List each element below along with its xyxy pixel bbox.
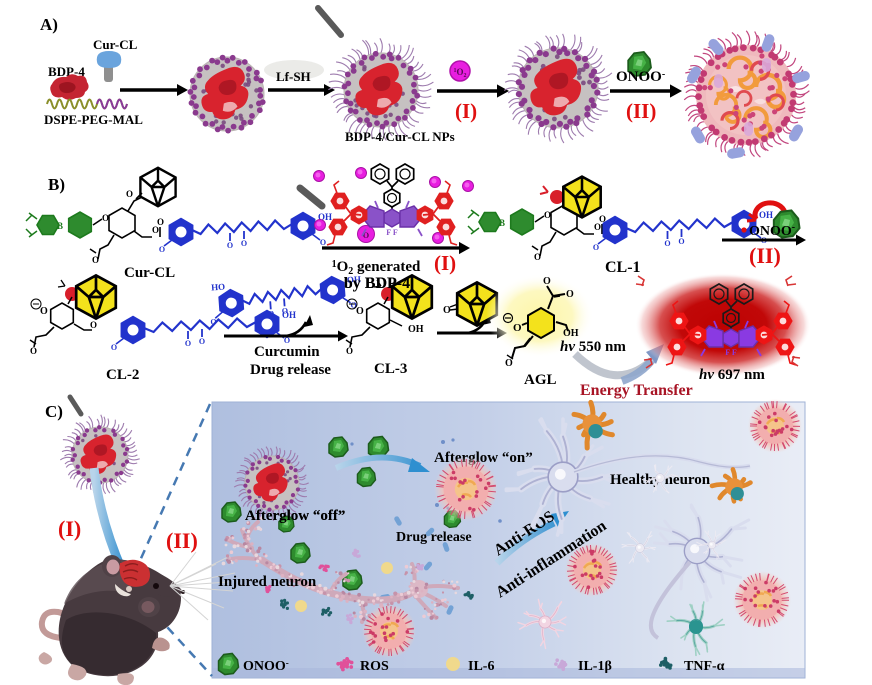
svg-text:O: O <box>443 305 451 316</box>
svg-text:hv 550 nm: hv 550 nm <box>560 339 626 355</box>
svg-text:1O2 generated: 1O2 generated <box>332 259 421 277</box>
svg-text:(I): (I) <box>434 251 456 275</box>
svg-text:O: O <box>268 309 275 318</box>
svg-text:O: O <box>544 210 551 220</box>
svg-text:Lf-SH: Lf-SH <box>276 69 311 84</box>
svg-text:Injured neuron: Injured neuron <box>218 574 317 590</box>
svg-text:O: O <box>320 238 326 247</box>
svg-text:Energy Transfer: Energy Transfer <box>580 382 693 399</box>
svg-text:O: O <box>363 231 369 240</box>
svg-text:O: O <box>281 306 288 315</box>
svg-text:(II): (II) <box>749 243 781 268</box>
svg-text:A): A) <box>40 15 58 34</box>
svg-text:O: O <box>210 317 217 326</box>
svg-text:C): C) <box>45 402 63 421</box>
svg-text:O: O <box>126 189 133 199</box>
svg-text:O: O <box>284 336 290 345</box>
svg-text:O: O <box>159 245 165 254</box>
svg-text:(II): (II) <box>166 528 198 553</box>
svg-text:Curcumin: Curcumin <box>254 344 320 360</box>
svg-text:B: B <box>57 221 63 231</box>
svg-text:O: O <box>185 339 191 348</box>
svg-text:Drug release: Drug release <box>250 362 331 378</box>
svg-text:O: O <box>346 346 353 356</box>
svg-text:ROS: ROS <box>360 659 389 674</box>
svg-text:O: O <box>90 320 97 330</box>
svg-text:O: O <box>594 222 601 232</box>
svg-text:Afterglow “off”: Afterglow “off” <box>245 508 345 524</box>
svg-text:AGL: AGL <box>524 372 557 388</box>
svg-text:Cur-CL: Cur-CL <box>124 265 175 281</box>
svg-text:O: O <box>30 346 37 356</box>
svg-text:O: O <box>566 289 574 300</box>
svg-text:OH: OH <box>563 328 579 339</box>
svg-text:CL-3: CL-3 <box>374 361 407 377</box>
svg-text:O: O <box>152 225 159 235</box>
svg-text:BDP-4/Cur-CL NPs: BDP-4/Cur-CL NPs <box>345 129 455 144</box>
svg-text:O: O <box>513 322 522 334</box>
svg-text:DSPE-PEG-MAL: DSPE-PEG-MAL <box>44 112 143 127</box>
svg-text:CL-1: CL-1 <box>605 259 641 276</box>
svg-text:(II): (II) <box>626 99 656 123</box>
svg-text:F F: F F <box>386 228 398 237</box>
svg-text:OH: OH <box>282 310 296 320</box>
svg-text:Afterglow “off”: Afterglow “off” <box>245 508 345 524</box>
svg-text:OH: OH <box>347 274 362 285</box>
svg-text:by BDP-4: by BDP-4 <box>344 275 410 292</box>
svg-text:O: O <box>102 213 109 223</box>
svg-text:HO: HO <box>211 281 226 292</box>
svg-text:TNF-α: TNF-α <box>684 659 725 674</box>
svg-text:CL-2: CL-2 <box>106 367 139 383</box>
svg-text:(I): (I) <box>58 516 81 541</box>
svg-text:Cur-CL: Cur-CL <box>93 37 138 52</box>
svg-text:O: O <box>111 343 117 352</box>
svg-text:O: O <box>543 276 551 287</box>
svg-text:O: O <box>199 337 205 346</box>
svg-text:O: O <box>505 358 513 369</box>
svg-text:O: O <box>92 255 99 265</box>
svg-text:O: O <box>678 237 684 246</box>
svg-text:ONOO-: ONOO- <box>243 658 289 674</box>
svg-text:O: O <box>241 239 247 248</box>
svg-text:B): B) <box>48 175 65 194</box>
svg-text:O: O <box>356 306 364 317</box>
svg-text:F F: F F <box>725 348 737 357</box>
svg-text:OH: OH <box>408 324 424 335</box>
svg-text:B: B <box>499 218 505 228</box>
svg-text:O: O <box>534 252 541 262</box>
svg-text:ONOO-: ONOO- <box>749 222 795 239</box>
svg-text:O: O <box>593 243 599 252</box>
svg-text:IL-1β: IL-1β <box>578 659 612 674</box>
svg-text:IL-6: IL-6 <box>468 659 494 674</box>
svg-text:hv 697 nm: hv 697 nm <box>699 367 765 383</box>
svg-text:ONOO-: ONOO- <box>616 69 665 85</box>
svg-text:OH: OH <box>318 212 332 222</box>
svg-text:O: O <box>40 306 48 317</box>
svg-text:O: O <box>350 300 357 309</box>
svg-text:O: O <box>599 214 606 224</box>
svg-text:O: O <box>664 239 670 248</box>
svg-text:O: O <box>157 217 164 227</box>
svg-text:Drug release: Drug release <box>396 530 472 545</box>
svg-text:1O2: 1O2 <box>453 67 466 79</box>
svg-text:O: O <box>227 241 233 250</box>
svg-text:(I): (I) <box>455 99 477 123</box>
svg-text:OH: OH <box>759 210 773 220</box>
